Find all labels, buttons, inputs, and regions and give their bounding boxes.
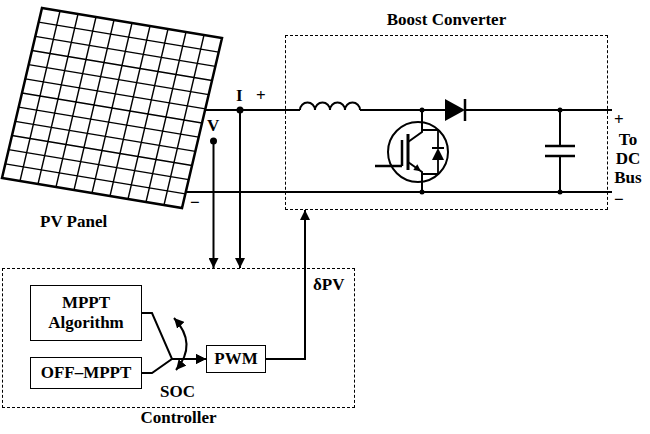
capacitor-leads [559, 110, 561, 192]
switch-arc [174, 318, 187, 370]
emitter-arrow [413, 164, 421, 171]
signal-arrow [142, 313, 206, 359]
region-title: Boost Converter [226, 10, 650, 30]
signal-name: SOC [160, 382, 195, 402]
terminal-sign: − [614, 190, 624, 210]
panel-grid [2, 8, 222, 208]
panel-frame [2, 8, 222, 208]
freewheel-diode [432, 148, 444, 160]
diode-body [445, 99, 465, 121]
freewheel-bar [432, 147, 444, 149]
inductor-symbol [300, 103, 360, 111]
signal-arrow [266, 210, 305, 359]
algorithm-box: OFF–MPPT [30, 357, 142, 389]
box-label: MPPT Algorithm [37, 293, 135, 332]
sense-line [239, 110, 241, 268]
signal-name: V [207, 116, 219, 136]
signal-name: δPV [313, 275, 345, 295]
box-label: OFF–MPPT [41, 363, 132, 383]
algorithm-box: MPPT Algorithm [30, 285, 142, 341]
igbt-bar [407, 134, 410, 170]
terminal-sign: + [256, 86, 266, 106]
junction-dot [420, 108, 425, 113]
igbt-leads [408, 110, 422, 192]
capacitor-symbol [545, 110, 575, 192]
junction-dot [558, 108, 563, 113]
igbt-gate [375, 140, 402, 166]
converter-region: Boost Converter [285, 35, 608, 210]
pwm-box: PWM [206, 345, 266, 373]
junction-dot [420, 190, 425, 195]
box-label: PWM [214, 349, 257, 369]
panel-name: PV Panel [40, 212, 107, 232]
bus-name: To DC Bus [608, 130, 648, 187]
signal-name: I [236, 86, 243, 106]
igbt-symbol [375, 110, 448, 192]
junction-dots [210, 107, 563, 195]
terminal-sign: − [190, 193, 200, 213]
wire [186, 110, 612, 192]
diode-bar [464, 99, 467, 121]
terminal-sign: + [614, 110, 624, 130]
region-title: Controller [0, 408, 414, 428]
signal-arrow [142, 359, 206, 373]
igbt-circle [388, 122, 448, 182]
pv-panel [2, 8, 222, 208]
junction-dot [558, 190, 563, 195]
diode-symbol [445, 99, 465, 121]
capacitor-plates [545, 146, 575, 156]
freewheel-leads [422, 130, 438, 174]
sense-line [213, 141, 215, 268]
